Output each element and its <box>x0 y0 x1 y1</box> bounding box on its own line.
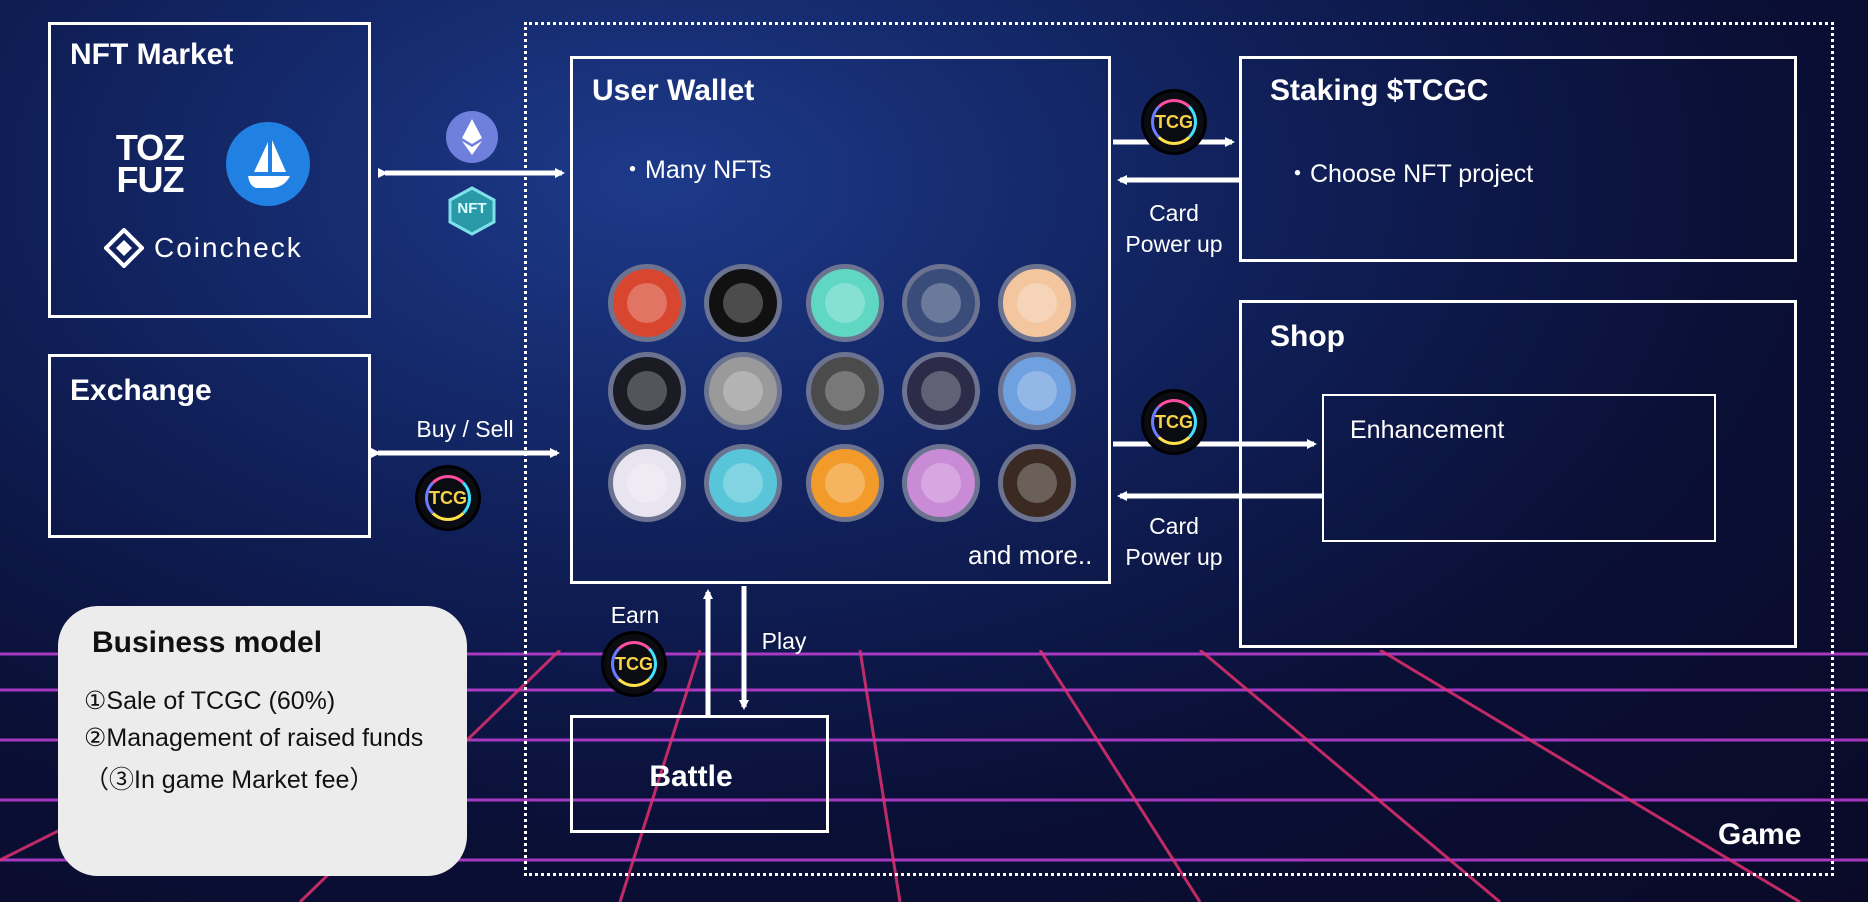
nft-avatar <box>902 352 980 430</box>
nft-avatar <box>902 444 980 522</box>
game-label: Game <box>1718 818 1802 851</box>
business-model-card: Business model ①Sale of TCGC (60%) ②Mana… <box>58 606 467 876</box>
exchange-box <box>48 354 371 538</box>
user-wallet-title: User Wallet <box>592 74 755 107</box>
coincheck-diamond-icon <box>104 228 144 268</box>
shop-box <box>1239 300 1797 648</box>
battle-box <box>570 715 829 833</box>
staking-title: Staking $TCGC <box>1270 74 1489 107</box>
and-more-label: and more.. <box>968 540 1093 570</box>
user-wallet-box <box>570 56 1111 584</box>
tcg-token-icon: TCG <box>418 468 478 528</box>
nft-avatar <box>998 264 1076 342</box>
nft-avatar <box>608 352 686 430</box>
tcg-token-icon: TCG <box>1144 92 1204 152</box>
shop-title: Shop <box>1270 320 1345 353</box>
nft-avatar <box>806 444 884 522</box>
staking-power-up-label: Card Power up <box>1125 200 1223 257</box>
staking-bullet: ・Choose NFT project <box>1285 160 1534 188</box>
business-line-2: ②Management of raised funds <box>84 724 424 752</box>
enhancement-box <box>1322 394 1716 542</box>
coincheck-logo: Coincheck <box>104 228 344 268</box>
staking-box <box>1239 56 1797 262</box>
nft-avatar <box>998 352 1076 430</box>
play-label: Play <box>761 628 807 654</box>
nft-market-title: NFT Market <box>70 38 234 71</box>
nft-avatar <box>998 444 1076 522</box>
business-line-3: （③In game Market fee） <box>84 766 375 794</box>
opensea-ship-icon <box>248 140 290 188</box>
nft-market-box <box>48 22 371 318</box>
nft-avatar <box>704 444 782 522</box>
earn-label: Earn <box>610 602 660 628</box>
nft-avatar <box>704 352 782 430</box>
tozfuz-logo: TOZ FUZ <box>115 127 185 200</box>
shop-power-up-label: Card Power up <box>1125 513 1223 570</box>
nft-avatar <box>806 352 884 430</box>
business-line-1: ①Sale of TCGC (60%) <box>84 687 336 715</box>
tcg-token-icon: TCG <box>604 634 664 694</box>
nft-avatar <box>608 264 686 342</box>
enhancement-label: Enhancement <box>1350 416 1505 444</box>
ethereum-icon <box>446 111 498 163</box>
exchange-title: Exchange <box>70 374 212 407</box>
nft-avatar <box>902 264 980 342</box>
nft-badge-icon: NFT <box>448 186 496 236</box>
nft-avatar <box>806 264 884 342</box>
business-model-title: Business model <box>92 626 323 659</box>
nft-avatar <box>704 264 782 342</box>
nft-avatar <box>608 444 686 522</box>
user-wallet-bullet: ・Many NFTs <box>620 156 772 184</box>
battle-title: Battle <box>649 760 733 793</box>
tcg-token-icon: TCG <box>1144 392 1204 452</box>
buy-sell-label: Buy / Sell <box>416 416 514 442</box>
coincheck-text: Coincheck <box>154 232 303 263</box>
opensea-logo <box>226 122 310 206</box>
